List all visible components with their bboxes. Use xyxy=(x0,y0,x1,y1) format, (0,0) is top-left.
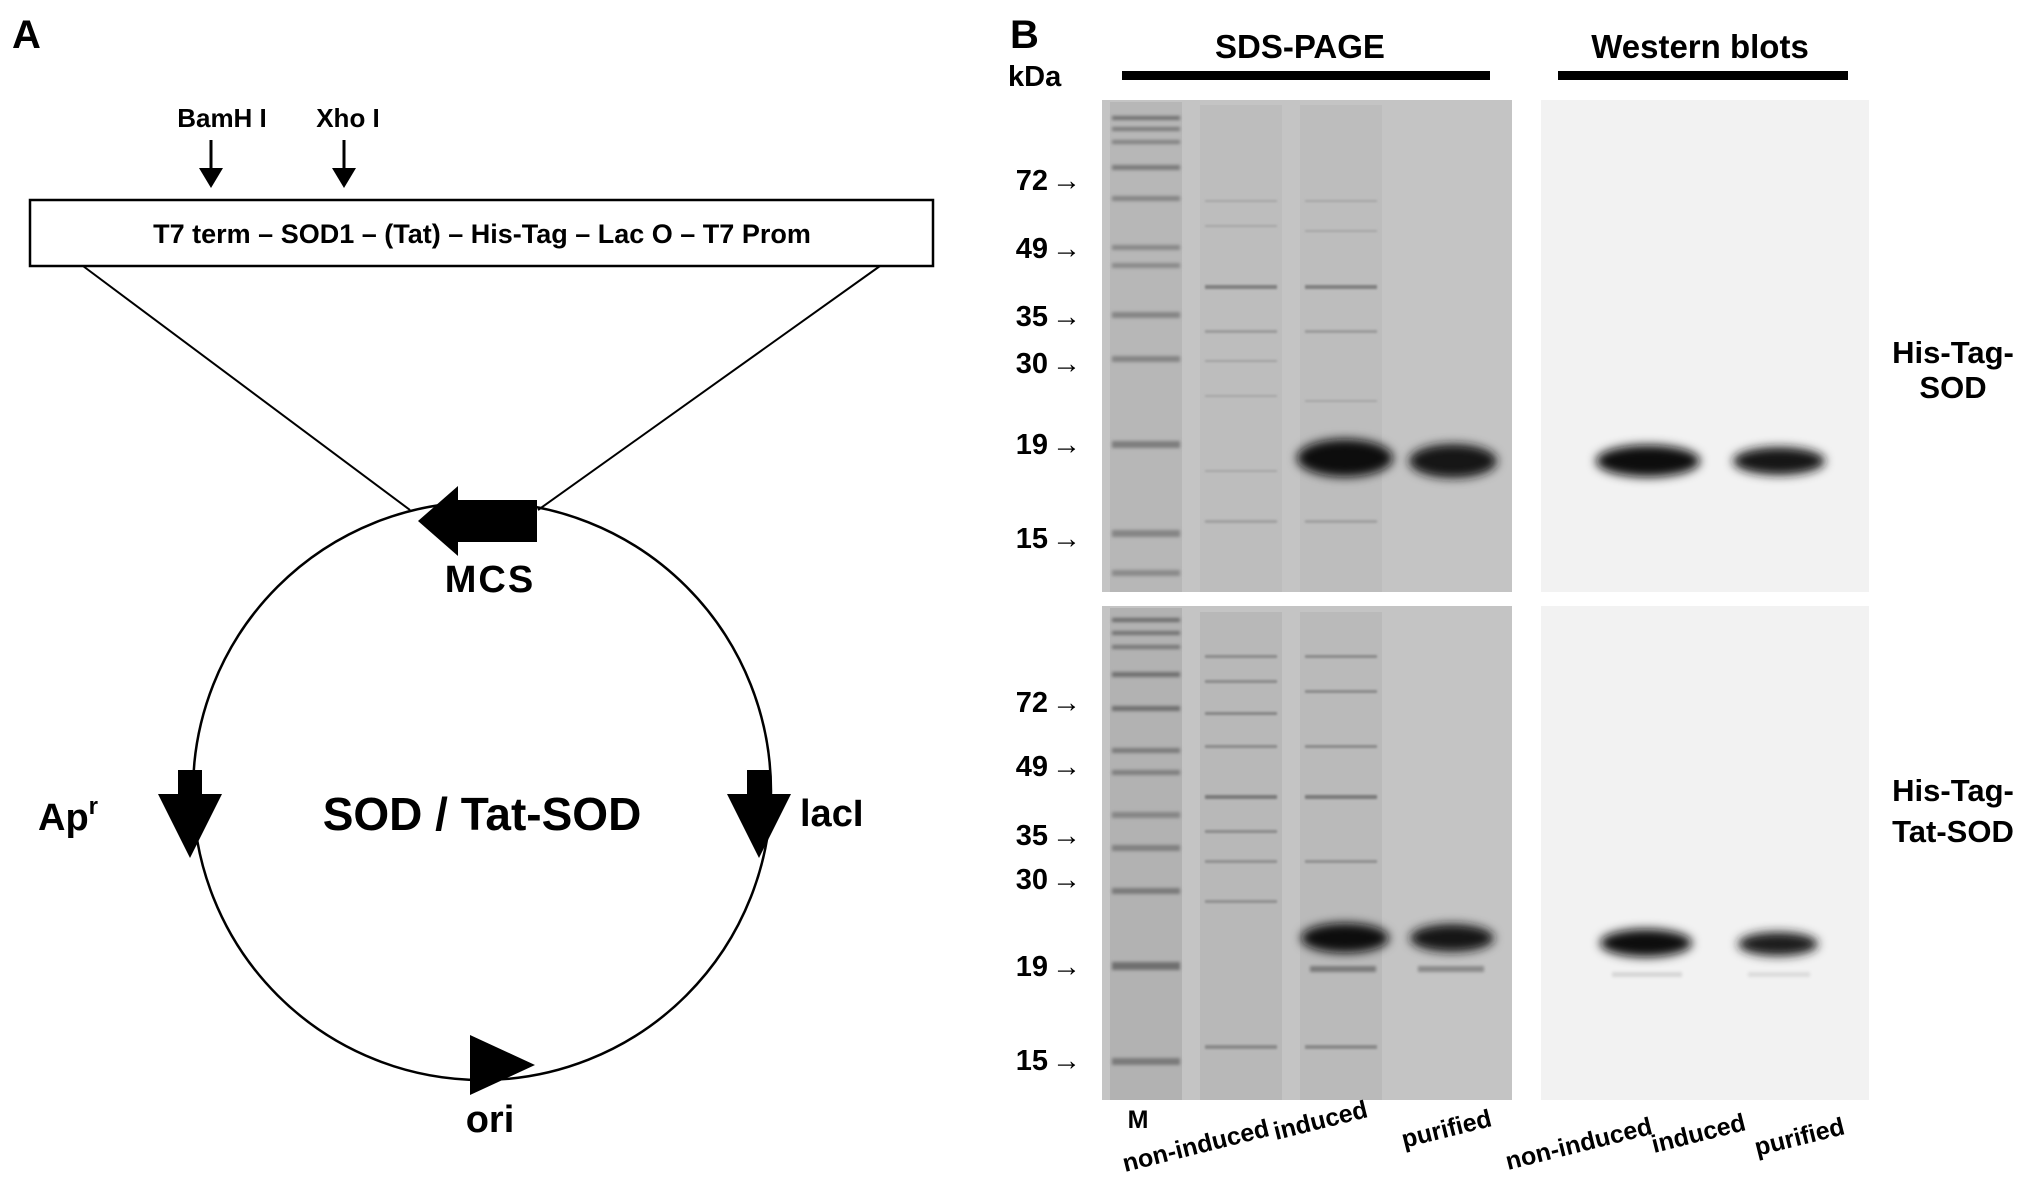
row-label-bottom-line2: Tat-SOD xyxy=(1892,814,2014,849)
laci-label: lacI xyxy=(800,793,863,835)
marker-arrow-15-top: → xyxy=(1052,523,1081,555)
lane-label-sds-induced: induced xyxy=(1271,1095,1371,1145)
sds-lane-purified-top xyxy=(1409,444,1497,478)
marker-arrow-49-top: → xyxy=(1052,233,1081,265)
marker-49-top: 49 xyxy=(1016,233,1048,265)
lane-label-western-purified: purified xyxy=(1752,1112,1848,1161)
marker-30-top: 30 xyxy=(1016,348,1048,380)
zoom-line-right xyxy=(537,265,881,511)
lane-label-western-induced: induced xyxy=(1649,1108,1749,1158)
western-header: Western blots xyxy=(1591,28,1809,65)
sds-page-bar xyxy=(1122,71,1490,80)
mcs-arrow xyxy=(418,486,537,556)
construct-map: T7 term – SOD1 – (Tat) – His-Tag – Lac O… xyxy=(153,219,811,249)
mcs-label: MCS xyxy=(445,559,535,601)
sds-gel-bottom xyxy=(1102,606,1512,1100)
western-blot-bottom xyxy=(1541,606,1869,1100)
western-blot-top xyxy=(1541,100,1869,592)
row-label-bottom-line1: His-Tag- xyxy=(1892,773,2014,808)
western-band-purified-top xyxy=(1733,447,1825,475)
apr-label-sup: r xyxy=(89,793,98,820)
zoom-line-left xyxy=(82,265,411,511)
kda-label: kDa xyxy=(1008,61,1062,93)
sds-band-purified-bottom xyxy=(1410,924,1494,952)
marker-35-bottom: 35 xyxy=(1016,820,1048,852)
lane-label-m: M xyxy=(1128,1106,1149,1134)
marker-arrow-19-bottom: → xyxy=(1052,951,1081,983)
marker-arrow-49-bottom: → xyxy=(1052,751,1081,783)
sds-lane-induced-bottom xyxy=(1300,612,1389,1100)
construct-box xyxy=(28,198,935,268)
apr-label: Apr xyxy=(38,793,98,839)
panel-a-letter: A xyxy=(12,13,41,57)
ori-arrow xyxy=(470,1035,535,1095)
marker-49-bottom: 49 xyxy=(1016,751,1048,783)
marker-arrow-15-bottom: → xyxy=(1052,1045,1081,1077)
marker-arrow-35-bottom: → xyxy=(1052,820,1081,852)
ori-label: ori xyxy=(466,1099,515,1141)
row-label-top-line2: SOD xyxy=(1919,370,1986,405)
marker-arrow-72-bottom: → xyxy=(1052,687,1081,719)
plasmid-name: SOD / Tat-SOD xyxy=(323,788,642,840)
western-band-induced-top xyxy=(1596,445,1700,477)
sds-lane-noninduced-top xyxy=(1200,105,1282,592)
apr-arrow xyxy=(158,770,222,858)
marker-lane-bottom xyxy=(1110,608,1182,1100)
sds-band-induced-top xyxy=(1297,439,1393,477)
western-band-purified-bottom xyxy=(1738,932,1818,956)
marker-19-bottom: 19 xyxy=(1016,951,1048,983)
marker-15-top: 15 xyxy=(1016,523,1048,555)
marker-arrow-30-bottom: → xyxy=(1052,864,1081,896)
site-label-xhoi: Xho I xyxy=(316,103,380,133)
marker-30-bottom: 30 xyxy=(1016,864,1048,896)
site-arrow-bamhi xyxy=(199,140,223,188)
sds-band-purified-top xyxy=(1409,444,1497,478)
marker-72-top: 72 xyxy=(1016,165,1048,197)
sds-page-header: SDS-PAGE xyxy=(1215,28,1385,65)
apr-label-text: Ap xyxy=(38,797,89,839)
marker-labels-bottom: 72 49 35 30 19 15 → → → → → → xyxy=(1016,687,1081,1077)
row-label-top-line1: His-Tag- xyxy=(1892,335,2014,370)
lane-label-sds-purified: purified xyxy=(1399,1104,1495,1153)
site-arrow-xhoi xyxy=(332,140,356,188)
sds-lane-purified-bottom xyxy=(1410,924,1494,972)
sds-gel-top xyxy=(1102,100,1512,592)
lane-label-western-noninduced: non-induced xyxy=(1503,1112,1655,1175)
marker-15-bottom: 15 xyxy=(1016,1045,1048,1077)
marker-labels-top: 72 49 35 30 19 15 → → → → → → xyxy=(1016,165,1081,555)
marker-arrow-30-top: → xyxy=(1052,348,1081,380)
site-label-bamhi: BamH I xyxy=(177,103,267,133)
western-bar xyxy=(1558,71,1848,80)
marker-arrow-35-top: → xyxy=(1052,301,1081,333)
sds-band-induced-bottom xyxy=(1301,923,1389,953)
western-band-induced-bottom xyxy=(1600,929,1692,957)
marker-72-bottom: 72 xyxy=(1016,687,1048,719)
sds-lane-induced-top xyxy=(1297,105,1393,592)
panel-b-letter: B xyxy=(1010,13,1039,57)
marker-lane-top xyxy=(1110,102,1182,592)
marker-35-top: 35 xyxy=(1016,301,1048,333)
sds-lane-noninduced-bottom xyxy=(1200,612,1282,1100)
marker-arrow-72-top: → xyxy=(1052,165,1081,197)
marker-arrow-19-top: → xyxy=(1052,429,1081,461)
marker-19-top: 19 xyxy=(1016,429,1048,461)
laci-arrow xyxy=(727,770,791,858)
